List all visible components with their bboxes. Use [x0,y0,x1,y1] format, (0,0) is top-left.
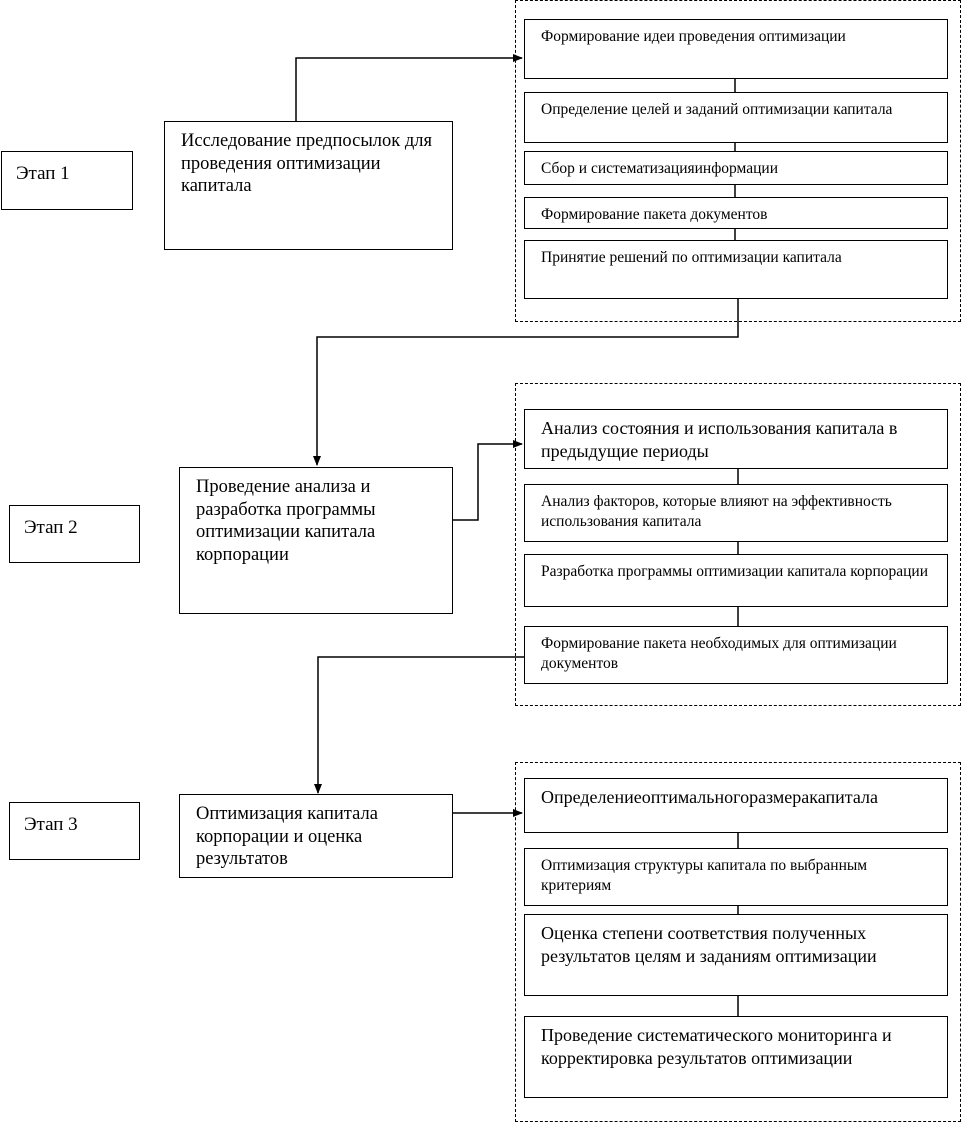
g3-step-structure: Оптимизация структуры капитала по выбран… [524,848,948,906]
g3-step-optimal-size: Определениеоптимальногоразмеракапитала [524,778,948,833]
stage-label-3: Этап 3 [9,802,140,860]
g1-step-goals: Определение целей и заданий оптимизации … [524,92,948,143]
main-block-analysis: Проведение анализа и разработка программ… [179,467,453,614]
arrow-group2-to-main3 [314,656,524,794]
g3-step-evaluation: Оценка степени соответствия полученных р… [524,914,948,996]
g1-step-docs: Формирование пакета документов [524,197,948,229]
g1-step-collect: Сбор и систематизацияинформации [524,151,948,185]
g1-step-idea: Формирование идеи проведения оптимизации [524,19,948,79]
g2-step-doc-package: Формирование пакета необходимых для опти… [524,626,948,684]
arrow-main2-to-group2 [453,440,523,521]
g1-step-decision: Принятие решений по оптимизации капитала [524,240,948,299]
g3-step-monitoring: Проведение систематического мониторинга … [524,1016,948,1098]
stage-label-2: Этап 2 [9,505,140,563]
group-stage2 [515,383,961,706]
arrow-main1-to-group1 [295,54,523,121]
stage-label-1: Этап 1 [1,151,133,210]
arrow-group1-to-main2 [313,299,739,466]
g2-step-program: Разработка программы оптимизации капитал… [524,554,948,607]
g2-step-state-analysis: Анализ состояния и использования капитал… [524,409,948,469]
main-block-research: Исследование предпосылок для проведения … [164,121,453,250]
main-block-optimization: Оптимизация капитала корпорации и оценка… [179,794,453,878]
g2-step-factor-analysis: Анализ факторов, которые влияют на эффек… [524,484,948,542]
group-stage3 [515,762,961,1122]
group-stage1 [515,0,961,322]
